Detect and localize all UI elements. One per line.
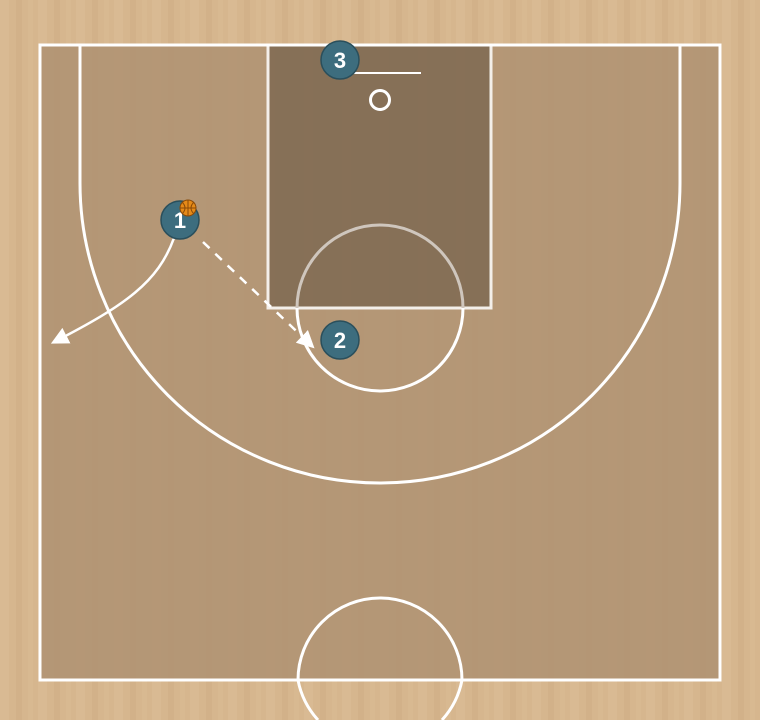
player-3-label: 3	[334, 48, 346, 73]
paint	[266, 43, 493, 310]
court-boundary	[38, 43, 722, 682]
player-2[interactable]: 2	[320, 320, 360, 360]
player-2-label: 2	[334, 328, 346, 353]
center-circle-lower-right	[440, 679, 464, 720]
player-3[interactable]: 3	[320, 40, 360, 80]
rim	[369, 89, 391, 111]
cut-path	[50, 237, 176, 344]
center-circle-lower	[296, 679, 320, 720]
pass-line	[202, 241, 315, 349]
free-throw-circle-top	[295, 223, 465, 309]
three-point-line	[78, 45, 682, 485]
basketball-icon	[179, 199, 197, 217]
center-circle	[296, 596, 464, 681]
